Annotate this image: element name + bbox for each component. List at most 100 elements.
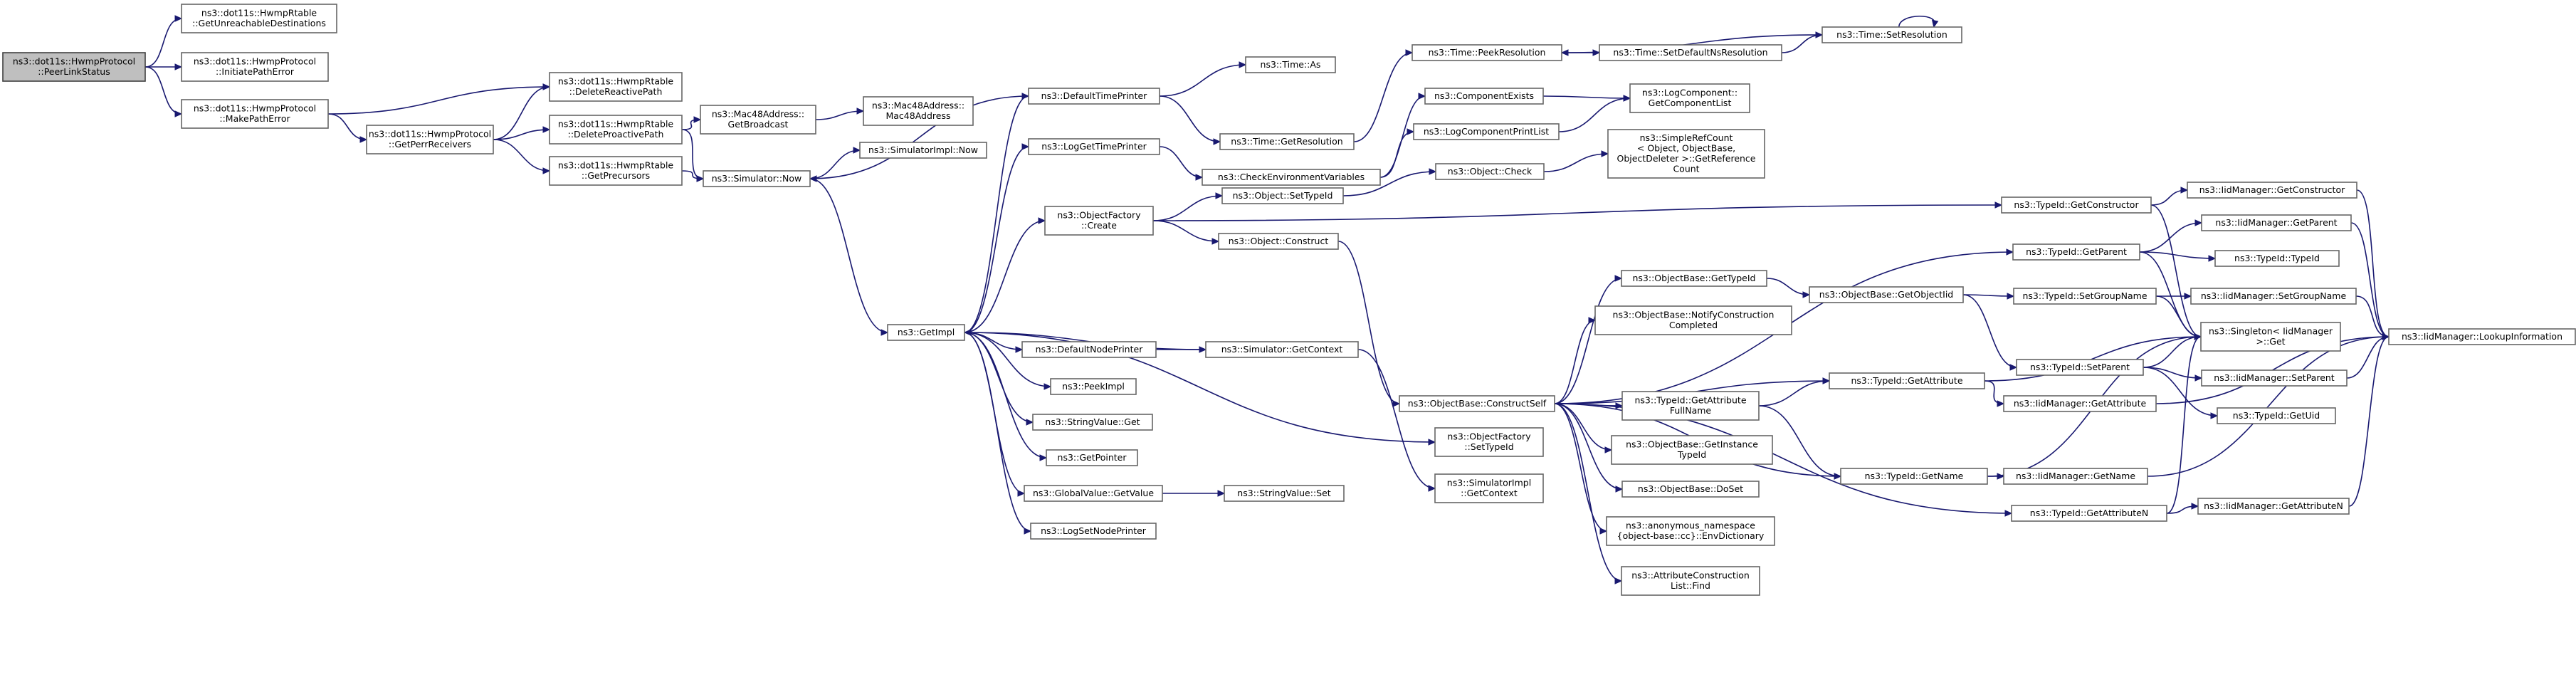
function-node-delreact[interactable]: ns3::dot11s::HwmpRtable::DeleteReactiveP… [549, 72, 683, 102]
function-node-tidgetattrn[interactable]: ns3::TypeId::GetAttributeN [2011, 505, 2167, 522]
node-label: ns3::TypeId::GetConstructor [2014, 199, 2139, 210]
edge-arrowhead [809, 175, 817, 182]
call-edge-getprec-simnow [681, 170, 705, 182]
edge-arrowhead [1418, 93, 1426, 100]
function-node-iidgetattr[interactable]: ns3::IidManager::GetAttribute [2003, 395, 2157, 412]
function-node-simimplnow[interactable]: ns3::SimulatorImpl::Now [859, 142, 987, 159]
function-node-timepeek[interactable]: ns3::Time::PeekResolution [1411, 44, 1562, 61]
function-node-tidgetattr[interactable]: ns3::TypeId::GetAttribute [1829, 372, 1985, 389]
call-edge-getperr-delproact [493, 126, 551, 140]
function-node-iidgetattrn[interactable]: ns3::IidManager::GetAttributeN [2197, 498, 2350, 515]
function-node-tidgetconst[interactable]: ns3::TypeId::GetConstructor [2001, 196, 2152, 214]
function-node-getperr[interactable]: ns3::dot11s::HwmpProtocol::GetPerrReceiv… [366, 125, 494, 154]
node-box [2003, 468, 2148, 485]
function-node-objfsettid[interactable]: ns3::ObjectFactory::SetTypeId [1434, 427, 1544, 457]
function-node-objcheck[interactable]: ns3::Object::Check [1435, 163, 1545, 180]
node-label: ::SetTypeId [1464, 441, 1513, 452]
function-node-objconstruct[interactable]: ns3::Object::Construct [1218, 233, 1339, 250]
function-node-tidgetname[interactable]: ns3::TypeId::GetName [1840, 468, 1988, 485]
function-node-tidsetgroup[interactable]: ns3::TypeId::SetGroupName [2013, 288, 2157, 305]
function-node-tidgetuid[interactable]: ns3::TypeId::GetUid [2217, 407, 2336, 424]
function-node-compexists[interactable]: ns3::ComponentExists [1424, 88, 1544, 105]
function-node-simnow[interactable]: ns3::Simulator::Now [703, 170, 811, 187]
node-label: ns3::IidManager::SetGroupName [2201, 290, 2347, 301]
node-box [1629, 83, 1750, 113]
function-node-timesetdef[interactable]: ns3::Time::SetDefaultNsResolution [1599, 44, 1782, 61]
node-label: ns3::TypeId::GetName [1865, 471, 1964, 481]
function-node-iidgetname[interactable]: ns3::IidManager::GetName [2003, 468, 2148, 485]
edge-line [327, 113, 367, 140]
edge-line [493, 86, 550, 140]
node-label: TypeId [1677, 449, 1706, 460]
node-box [2201, 214, 2352, 231]
function-node-obnotify[interactable]: ns3::ObjectBase::NotifyConstructionCompl… [1594, 305, 1792, 335]
function-node-objsettid[interactable]: ns3::Object::SetTypeId [1221, 187, 1344, 204]
node-label: ns3::ComponentExists [1434, 90, 1534, 101]
call-edge-iidgetattrn-iidlookup [2348, 333, 2390, 507]
function-node-getprec[interactable]: ns3::dot11s::HwmpRtable::GetPrecursors [549, 156, 683, 186]
function-node-simpleref[interactable]: ns3::SimpleRefCount< Object, ObjectBase,… [1607, 129, 1765, 179]
function-node-getptr[interactable]: ns3::GetPointer [1046, 449, 1138, 466]
function-node-objfcreate[interactable]: ns3::ObjectFactory::Create [1044, 206, 1154, 236]
function-node-initpath[interactable]: ns3::dot11s::HwmpProtocol::InitiatePathE… [181, 52, 329, 82]
function-node-iidgetconst[interactable]: ns3::IidManager::GetConstructor [2187, 182, 2357, 199]
function-node-obdoset[interactable]: ns3::ObjectBase::DoSet [1621, 481, 1760, 498]
function-node-singleton[interactable]: ns3::Singleton< IidManager >::Get [2200, 322, 2341, 352]
edge-line [2143, 367, 2218, 416]
call-edge-getimpl-logtime [964, 143, 1030, 333]
function-node-iidgetparent[interactable]: ns3::IidManager::GetParent [2201, 214, 2352, 231]
edge-arrowhead [1429, 168, 1437, 175]
function-node-iidsetgroup[interactable]: ns3::IidManager::SetGroupName [2190, 288, 2357, 305]
function-node-makepath[interactable]: ns3::dot11s::HwmpProtocol::MakePathError [181, 99, 329, 129]
function-node-mac48[interactable]: ns3::Mac48Address::Mac48Address [863, 96, 974, 126]
function-node-tidtypeid[interactable]: ns3::TypeId::TypeId [2214, 250, 2340, 267]
function-node-strset[interactable]: ns3::StringValue::Set [1224, 485, 1345, 502]
function-node-defnode[interactable]: ns3::DefaultNodePrinter [1021, 341, 1157, 358]
function-node-iidsetparent[interactable]: ns3::IidManager::SetParent [2201, 369, 2348, 387]
function-node-simimplctx[interactable]: ns3::SimulatorImpl::GetContext [1434, 473, 1544, 503]
node-box [2201, 369, 2348, 387]
function-node-strget[interactable]: ns3::StringValue::Get [1032, 414, 1153, 431]
edge-line [1152, 204, 2002, 221]
function-node-tidgetparent[interactable]: ns3::TypeId::GetParent [2012, 243, 2140, 261]
function-node-checkenv[interactable]: ns3::CheckEnvironmentVariables [1202, 169, 1381, 186]
node-label: ::GetPerrReceivers [389, 139, 471, 150]
function-node-tidsetparent[interactable]: ns3::TypeId::SetParent [2016, 359, 2144, 376]
function-node-logtime[interactable]: ns3::LogGetTimePrinter [1028, 138, 1160, 155]
function-node-timeas[interactable]: ns3::Time::As [1245, 56, 1336, 73]
function-node-simgetctx[interactable]: ns3::Simulator::GetContext [1205, 341, 1359, 358]
function-node-objbaseconstruct[interactable]: ns3::ObjectBase::ConstructSelf [1399, 395, 1555, 412]
node-box [887, 324, 965, 341]
function-node-getimpl[interactable]: ns3::GetImpl [887, 324, 965, 341]
function-node-deftime[interactable]: ns3::DefaultTimePrinter [1028, 88, 1160, 105]
function-node-logcompget[interactable]: ns3::LogComponent::GetComponentList [1629, 83, 1750, 113]
node-label: ns3::TypeId::GetParent [2026, 246, 2127, 257]
edge-line [1962, 294, 2017, 368]
function-node-logcompprint[interactable]: ns3::LogComponentPrintList [1413, 123, 1560, 140]
function-node-bcast[interactable]: ns3::Mac48Address::GetBroadcast [700, 105, 816, 135]
function-node-delproact[interactable]: ns3::dot11s::HwmpRtable::DeleteProactive… [549, 115, 683, 145]
function-node-timegetres[interactable]: ns3::Time::GetResolution [1219, 133, 1355, 150]
edge-arrowhead [1217, 490, 1226, 497]
edge-arrowhead [1407, 128, 1415, 135]
node-label: ns3::GlobalValue::GetValue [1033, 488, 1154, 498]
node-label: ns3::Time::As [1261, 59, 1321, 70]
edge-arrowhead [542, 126, 551, 133]
function-node-anonenv[interactable]: ns3::anonymous_namespace{object-base::cc… [1606, 516, 1775, 546]
function-node-peer[interactable]: ns3::dot11s::HwmpProtocol::PeerLinkStatu… [2, 52, 146, 82]
call-edge-getimpl-peekimpl [964, 332, 1052, 390]
edge-line [964, 332, 1047, 458]
function-node-gvget[interactable]: ns3::GlobalValue::GetValue [1024, 485, 1163, 502]
function-node-unreach[interactable]: ns3::dot11s::HwmpRtable::GetUnreachableD… [181, 4, 337, 33]
function-node-logsetnode[interactable]: ns3::LogSetNodePrinter [1030, 523, 1157, 540]
function-node-iidlookup[interactable]: ns3::IidManager::LookupInformation [2388, 328, 2576, 345]
function-node-timesetres[interactable]: ns3::Time::SetResolution [1821, 26, 1962, 43]
edge-line [1554, 278, 1622, 404]
function-node-obgetobjid[interactable]: ns3::ObjectBase::GetObjectIid [1809, 286, 1964, 303]
function-node-obgettid[interactable]: ns3::ObjectBase::GetTypeId [1621, 270, 1767, 287]
node-box [1840, 468, 1988, 485]
function-node-peekimpl[interactable]: ns3::PeekImpl [1050, 378, 1137, 395]
